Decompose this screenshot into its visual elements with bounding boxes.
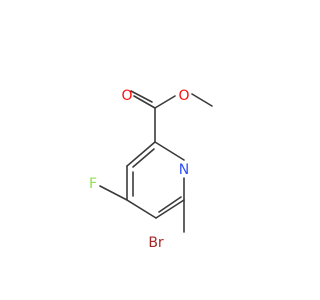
atom-fluorine: F	[89, 176, 97, 192]
bond-carbonyl-o-double-a	[133, 95, 156, 109]
bond-c2-c3-double-outer	[126, 141, 156, 167]
atom-oxygen-carbonyl: O	[121, 88, 132, 104]
bond-n-c2	[154, 141, 185, 161]
bond-c5-c6-double-outer	[155, 199, 185, 219]
atom-nitrogen: N	[179, 162, 189, 178]
atom-oxygen-ester: O	[178, 88, 189, 104]
structure-canvas: O O F N Br	[89, 88, 213, 251]
bond-carbonyl-o-double-b	[130, 90, 153, 103]
bond-c4-c5	[126, 199, 157, 219]
atom-bromine: Br	[148, 235, 164, 251]
bond-c4-f	[99, 185, 128, 201]
bond-c5-c6-double-inner	[158, 196, 182, 213]
bond-o-methyl	[191, 93, 213, 107]
molecule-diagram: O O F N Br	[89, 88, 213, 251]
bond-carbonyl-o-ester	[154, 95, 176, 109]
bond-c2-c3-double-inner	[132, 148, 155, 168]
